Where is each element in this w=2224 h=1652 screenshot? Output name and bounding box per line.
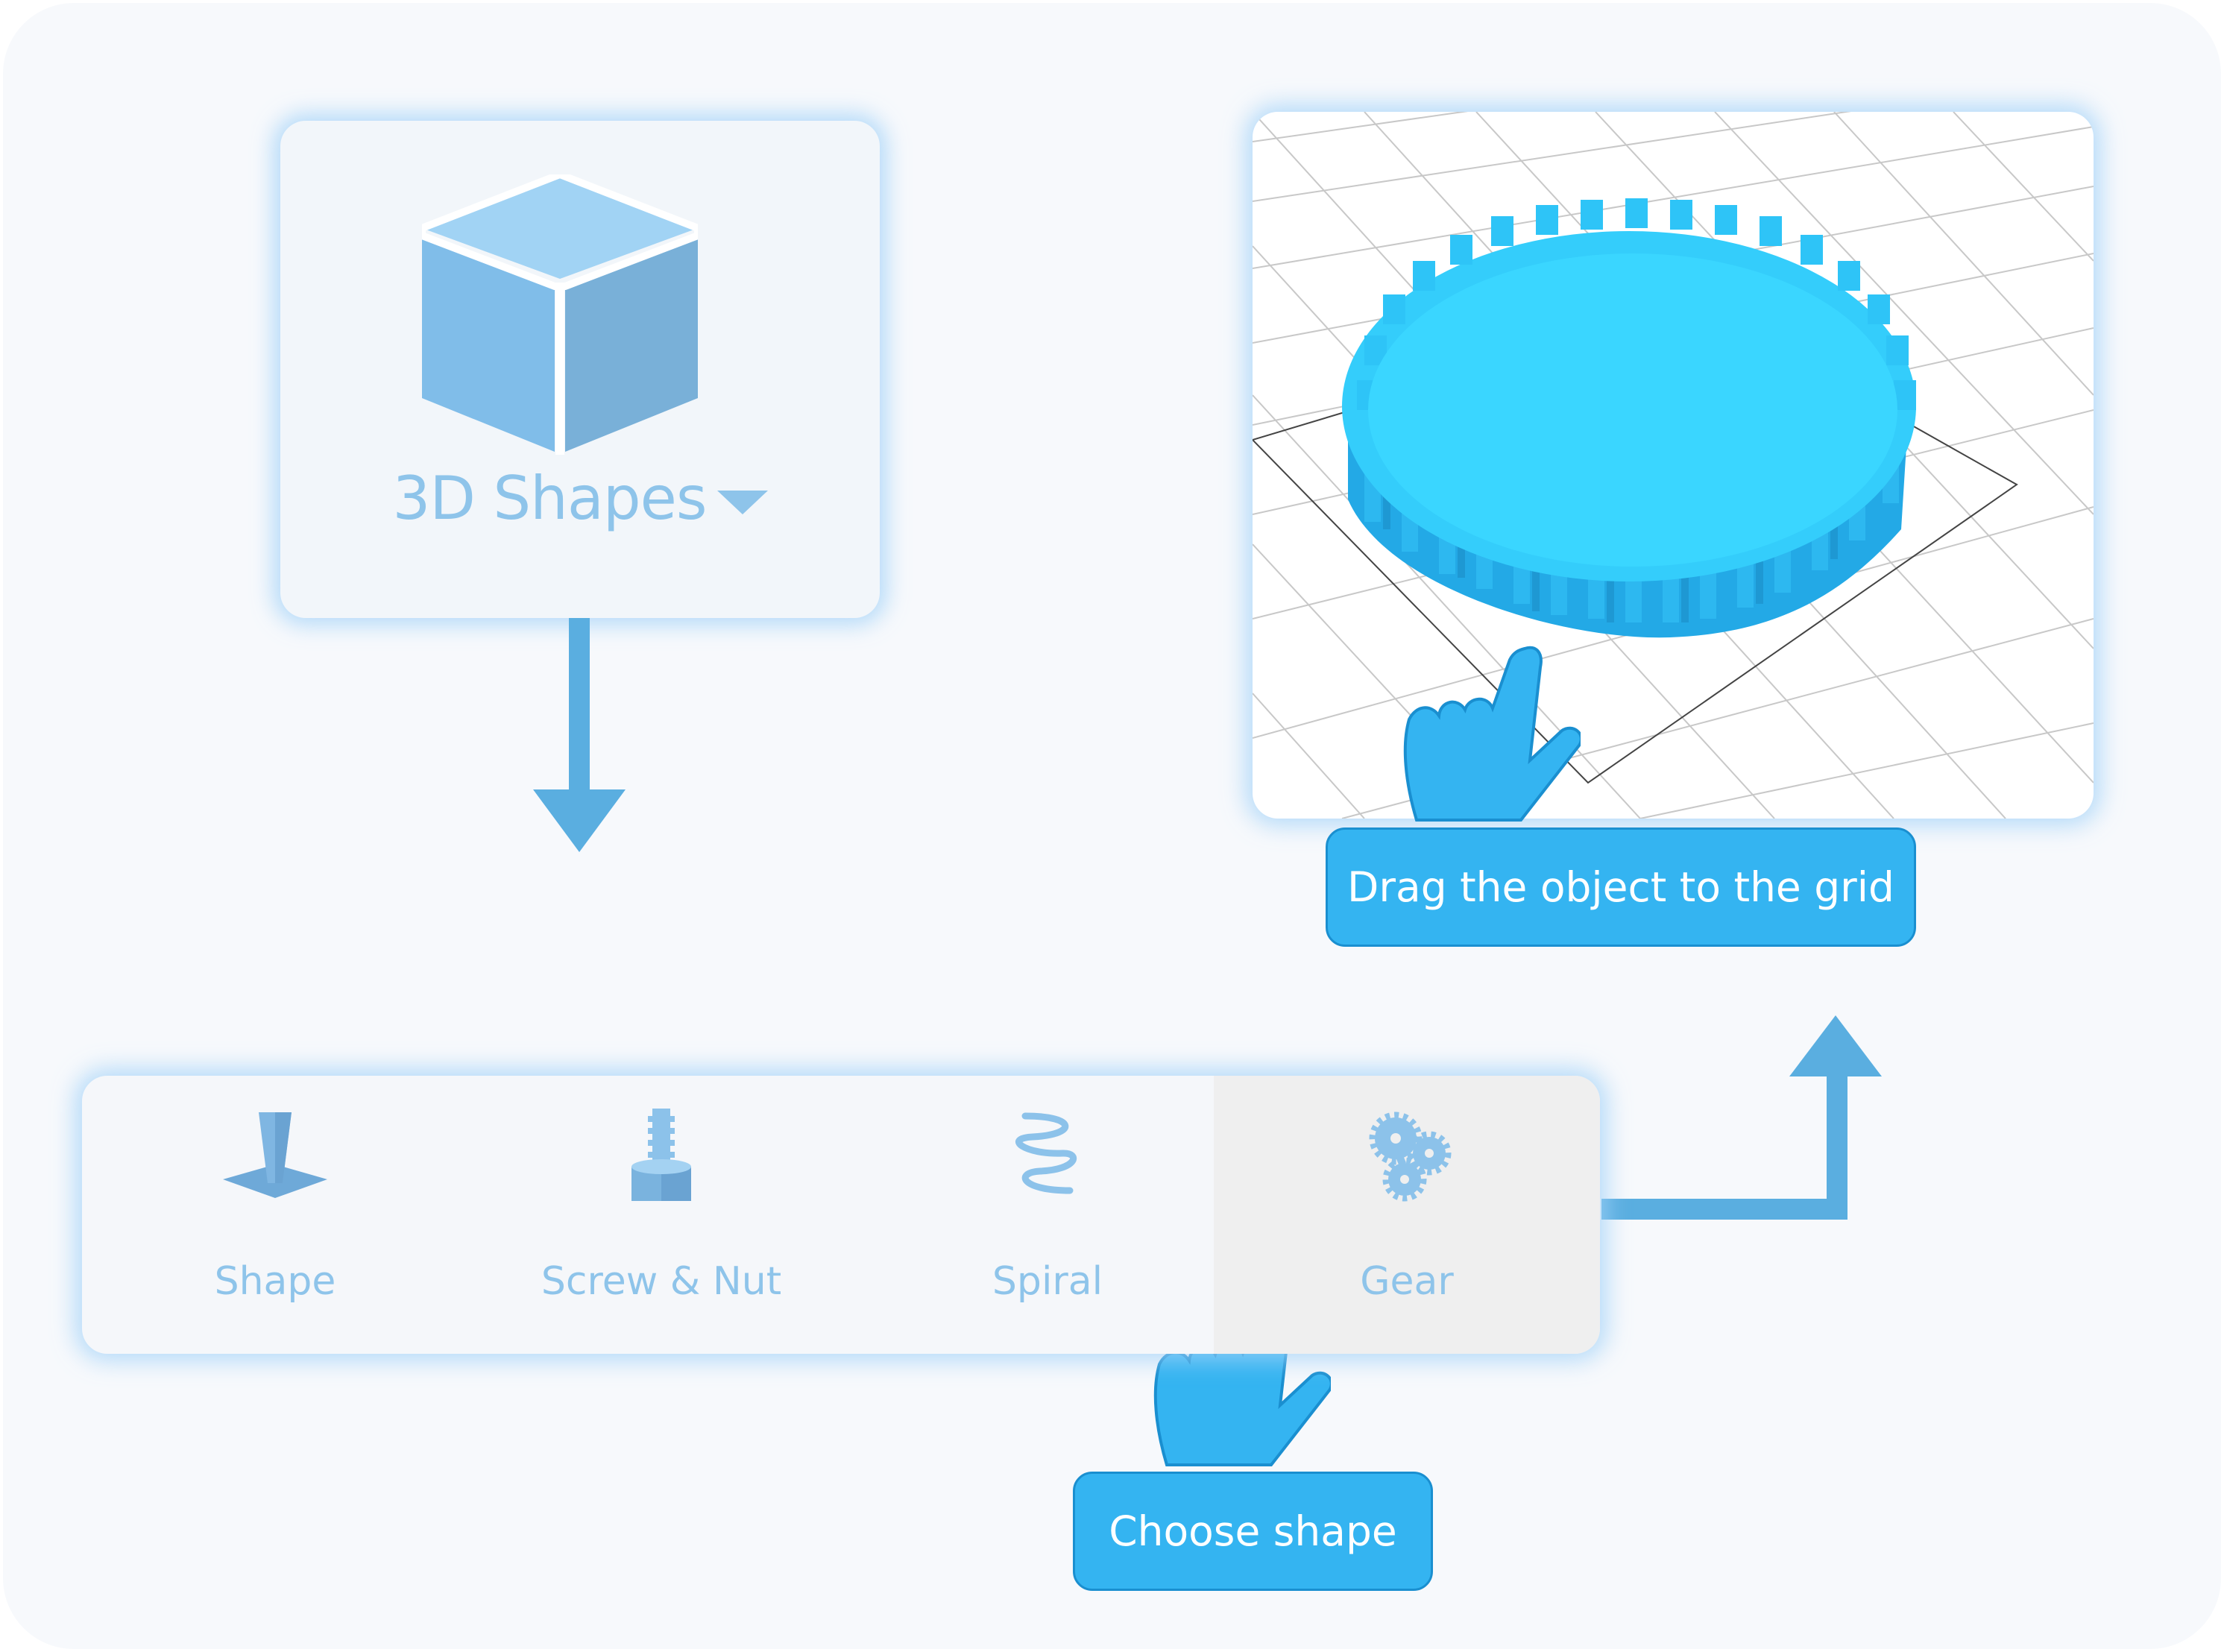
tool-gear[interactable]: Gear <box>1214 1076 1600 1354</box>
tool-label: Screw & Nut <box>541 1259 782 1304</box>
build-grid <box>1253 112 2094 819</box>
caret-down-icon <box>716 491 768 515</box>
choose-callout: Choose shape <box>1073 1472 1433 1591</box>
arrow-right-up <box>1601 1015 1882 1220</box>
tool-screw-nut[interactable]: Screw & Nut <box>468 1076 854 1354</box>
cube-icon <box>422 174 698 455</box>
tool-spiral[interactable]: Spiral <box>854 1076 1241 1354</box>
shapes-label: 3D Shapes <box>392 464 707 533</box>
drag-callout: Drag the object to the grid <box>1326 827 1916 947</box>
tool-shape[interactable]: Shape <box>82 1076 468 1354</box>
3d-viewport[interactable] <box>1253 112 2094 819</box>
tool-label: Shape <box>214 1259 336 1304</box>
tool-label: Gear <box>1360 1259 1454 1304</box>
shape-icon <box>223 1112 327 1198</box>
spiral-icon <box>1015 1112 1077 1194</box>
arrow-down <box>533 618 626 852</box>
tool-label: Spiral <box>992 1259 1103 1304</box>
gear-icon <box>1369 1112 1452 1202</box>
shape-toolbar: Shape Screw & Nut Spiral <box>82 1076 1600 1354</box>
hand-pointer-icon <box>1403 646 1581 822</box>
shapes-dropdown-button[interactable]: 3D Shapes <box>280 121 880 618</box>
shapes-label-row: 3D Shapes <box>280 464 880 533</box>
screw-nut-icon <box>631 1109 691 1201</box>
